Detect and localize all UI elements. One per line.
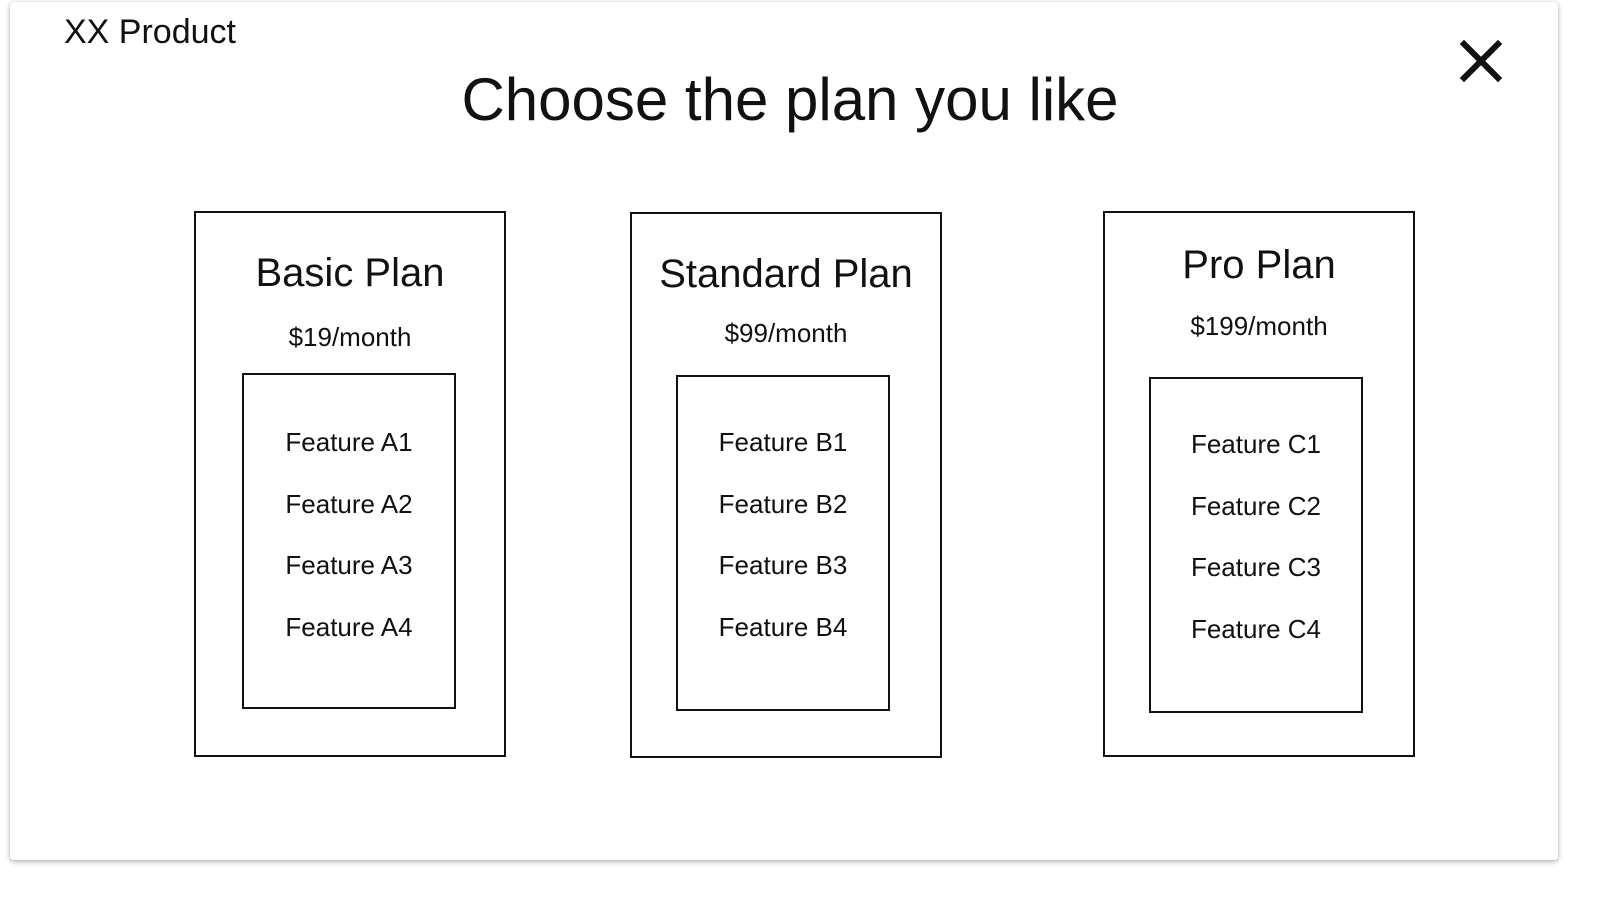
feature-item: Feature A2 — [285, 488, 413, 519]
page-title: Choose the plan you like — [461, 66, 1119, 133]
plan-price: $99/month — [724, 318, 848, 348]
brand-name: XX Product — [64, 13, 236, 51]
feature-list-box: Feature A1 Feature A2 Feature A3 Feature… — [242, 373, 456, 709]
feature-item: Feature C1 — [1190, 429, 1322, 459]
plan-name: Pro Plan — [1182, 243, 1336, 287]
feature-list-box: Feature B1 Feature B2 Feature B3 Feature… — [676, 375, 890, 711]
close-button[interactable] — [1450, 30, 1512, 92]
plan-name: Basic Plan — [255, 251, 445, 295]
plan-name: Standard Plan — [659, 252, 913, 296]
feature-item: Feature C3 — [1190, 552, 1322, 582]
feature-item: Feature A3 — [285, 550, 413, 580]
feature-item: Feature B1 — [718, 427, 848, 457]
feature-item: Feature B2 — [718, 488, 848, 519]
plan-card-basic[interactable]: Basic Plan $19/month Feature A1 Feature … — [194, 211, 506, 757]
feature-item: Feature A4 — [285, 611, 413, 642]
plan-selection-dialog: XX Product Choose the plan you like Basi… — [10, 2, 1558, 860]
plan-price: $199/month — [1190, 311, 1328, 341]
plan-card-standard[interactable]: Standard Plan $99/month Feature B1 Featu… — [630, 212, 942, 758]
feature-item: Feature B4 — [718, 611, 848, 642]
feature-item: Feature B3 — [718, 550, 848, 580]
feature-item: Feature C2 — [1190, 490, 1322, 521]
feature-list-box: Feature C1 Feature C2 Feature C3 Feature… — [1149, 377, 1363, 713]
plan-price: $19/month — [288, 322, 412, 352]
feature-item: Feature C4 — [1190, 613, 1322, 644]
plan-card-pro[interactable]: Pro Plan $199/month Feature C1 Feature C… — [1103, 211, 1415, 757]
feature-item: Feature A1 — [285, 427, 413, 457]
close-icon — [1450, 30, 1512, 92]
